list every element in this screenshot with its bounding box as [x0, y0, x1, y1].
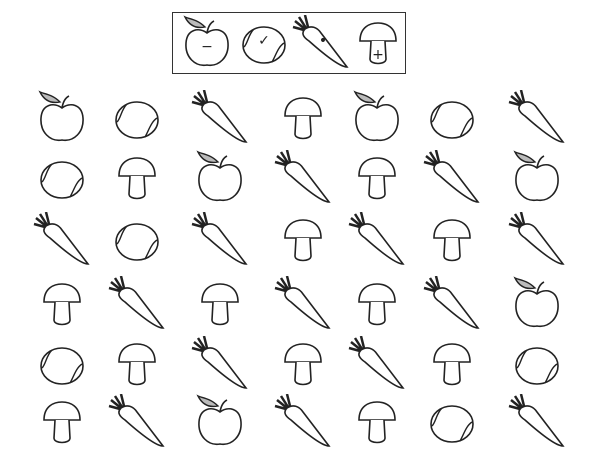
- carrot-icon: [507, 394, 567, 450]
- carrot-icon: •: [291, 15, 351, 71]
- ball-icon: [32, 150, 92, 206]
- carrot-icon: [190, 90, 250, 146]
- apple-legend-mark: −: [201, 39, 213, 55]
- ball-icon: [422, 394, 482, 450]
- carrot-icon: [273, 150, 333, 206]
- mushroom-legend-mark: +: [372, 47, 384, 63]
- apple-icon: [32, 90, 92, 146]
- mushroom-icon: [273, 212, 333, 268]
- ball-icon: [107, 212, 167, 268]
- ball-icon: [32, 336, 92, 392]
- ball-icon: [422, 90, 482, 146]
- mushroom-icon: [347, 150, 407, 206]
- mushroom-icon: [107, 336, 167, 392]
- ball-icon: [107, 90, 167, 146]
- legend-box: − ✓ • +: [172, 12, 406, 74]
- mushroom-icon: [32, 394, 92, 450]
- mushroom-icon: [347, 276, 407, 332]
- mushroom-icon: [422, 336, 482, 392]
- carrot-icon: [190, 212, 250, 268]
- mushroom-icon: [273, 90, 333, 146]
- carrot-icon: [347, 212, 407, 268]
- ball-icon: ✓: [234, 15, 294, 71]
- apple-icon: [507, 276, 567, 332]
- carrot-icon: [422, 150, 482, 206]
- carrot-legend-mark: •: [318, 33, 328, 49]
- mushroom-icon: [347, 394, 407, 450]
- apple-icon: [507, 150, 567, 206]
- apple-icon: −: [177, 15, 237, 71]
- mushroom-icon: [32, 276, 92, 332]
- apple-icon: [190, 394, 250, 450]
- carrot-icon: [347, 336, 407, 392]
- ball-icon: [507, 336, 567, 392]
- carrot-icon: [107, 394, 167, 450]
- carrot-icon: [507, 212, 567, 268]
- mushroom-icon: [190, 276, 250, 332]
- carrot-icon: [273, 394, 333, 450]
- carrot-icon: [422, 276, 482, 332]
- carrot-icon: [190, 336, 250, 392]
- carrot-icon: [273, 276, 333, 332]
- mushroom-icon: [107, 150, 167, 206]
- carrot-icon: [507, 90, 567, 146]
- ball-legend-mark: ✓: [258, 33, 270, 49]
- mushroom-icon: [273, 336, 333, 392]
- carrot-icon: [32, 212, 92, 268]
- apple-icon: [190, 150, 250, 206]
- mushroom-icon: +: [348, 15, 408, 71]
- mushroom-icon: [422, 212, 482, 268]
- apple-icon: [347, 90, 407, 146]
- carrot-icon: [107, 276, 167, 332]
